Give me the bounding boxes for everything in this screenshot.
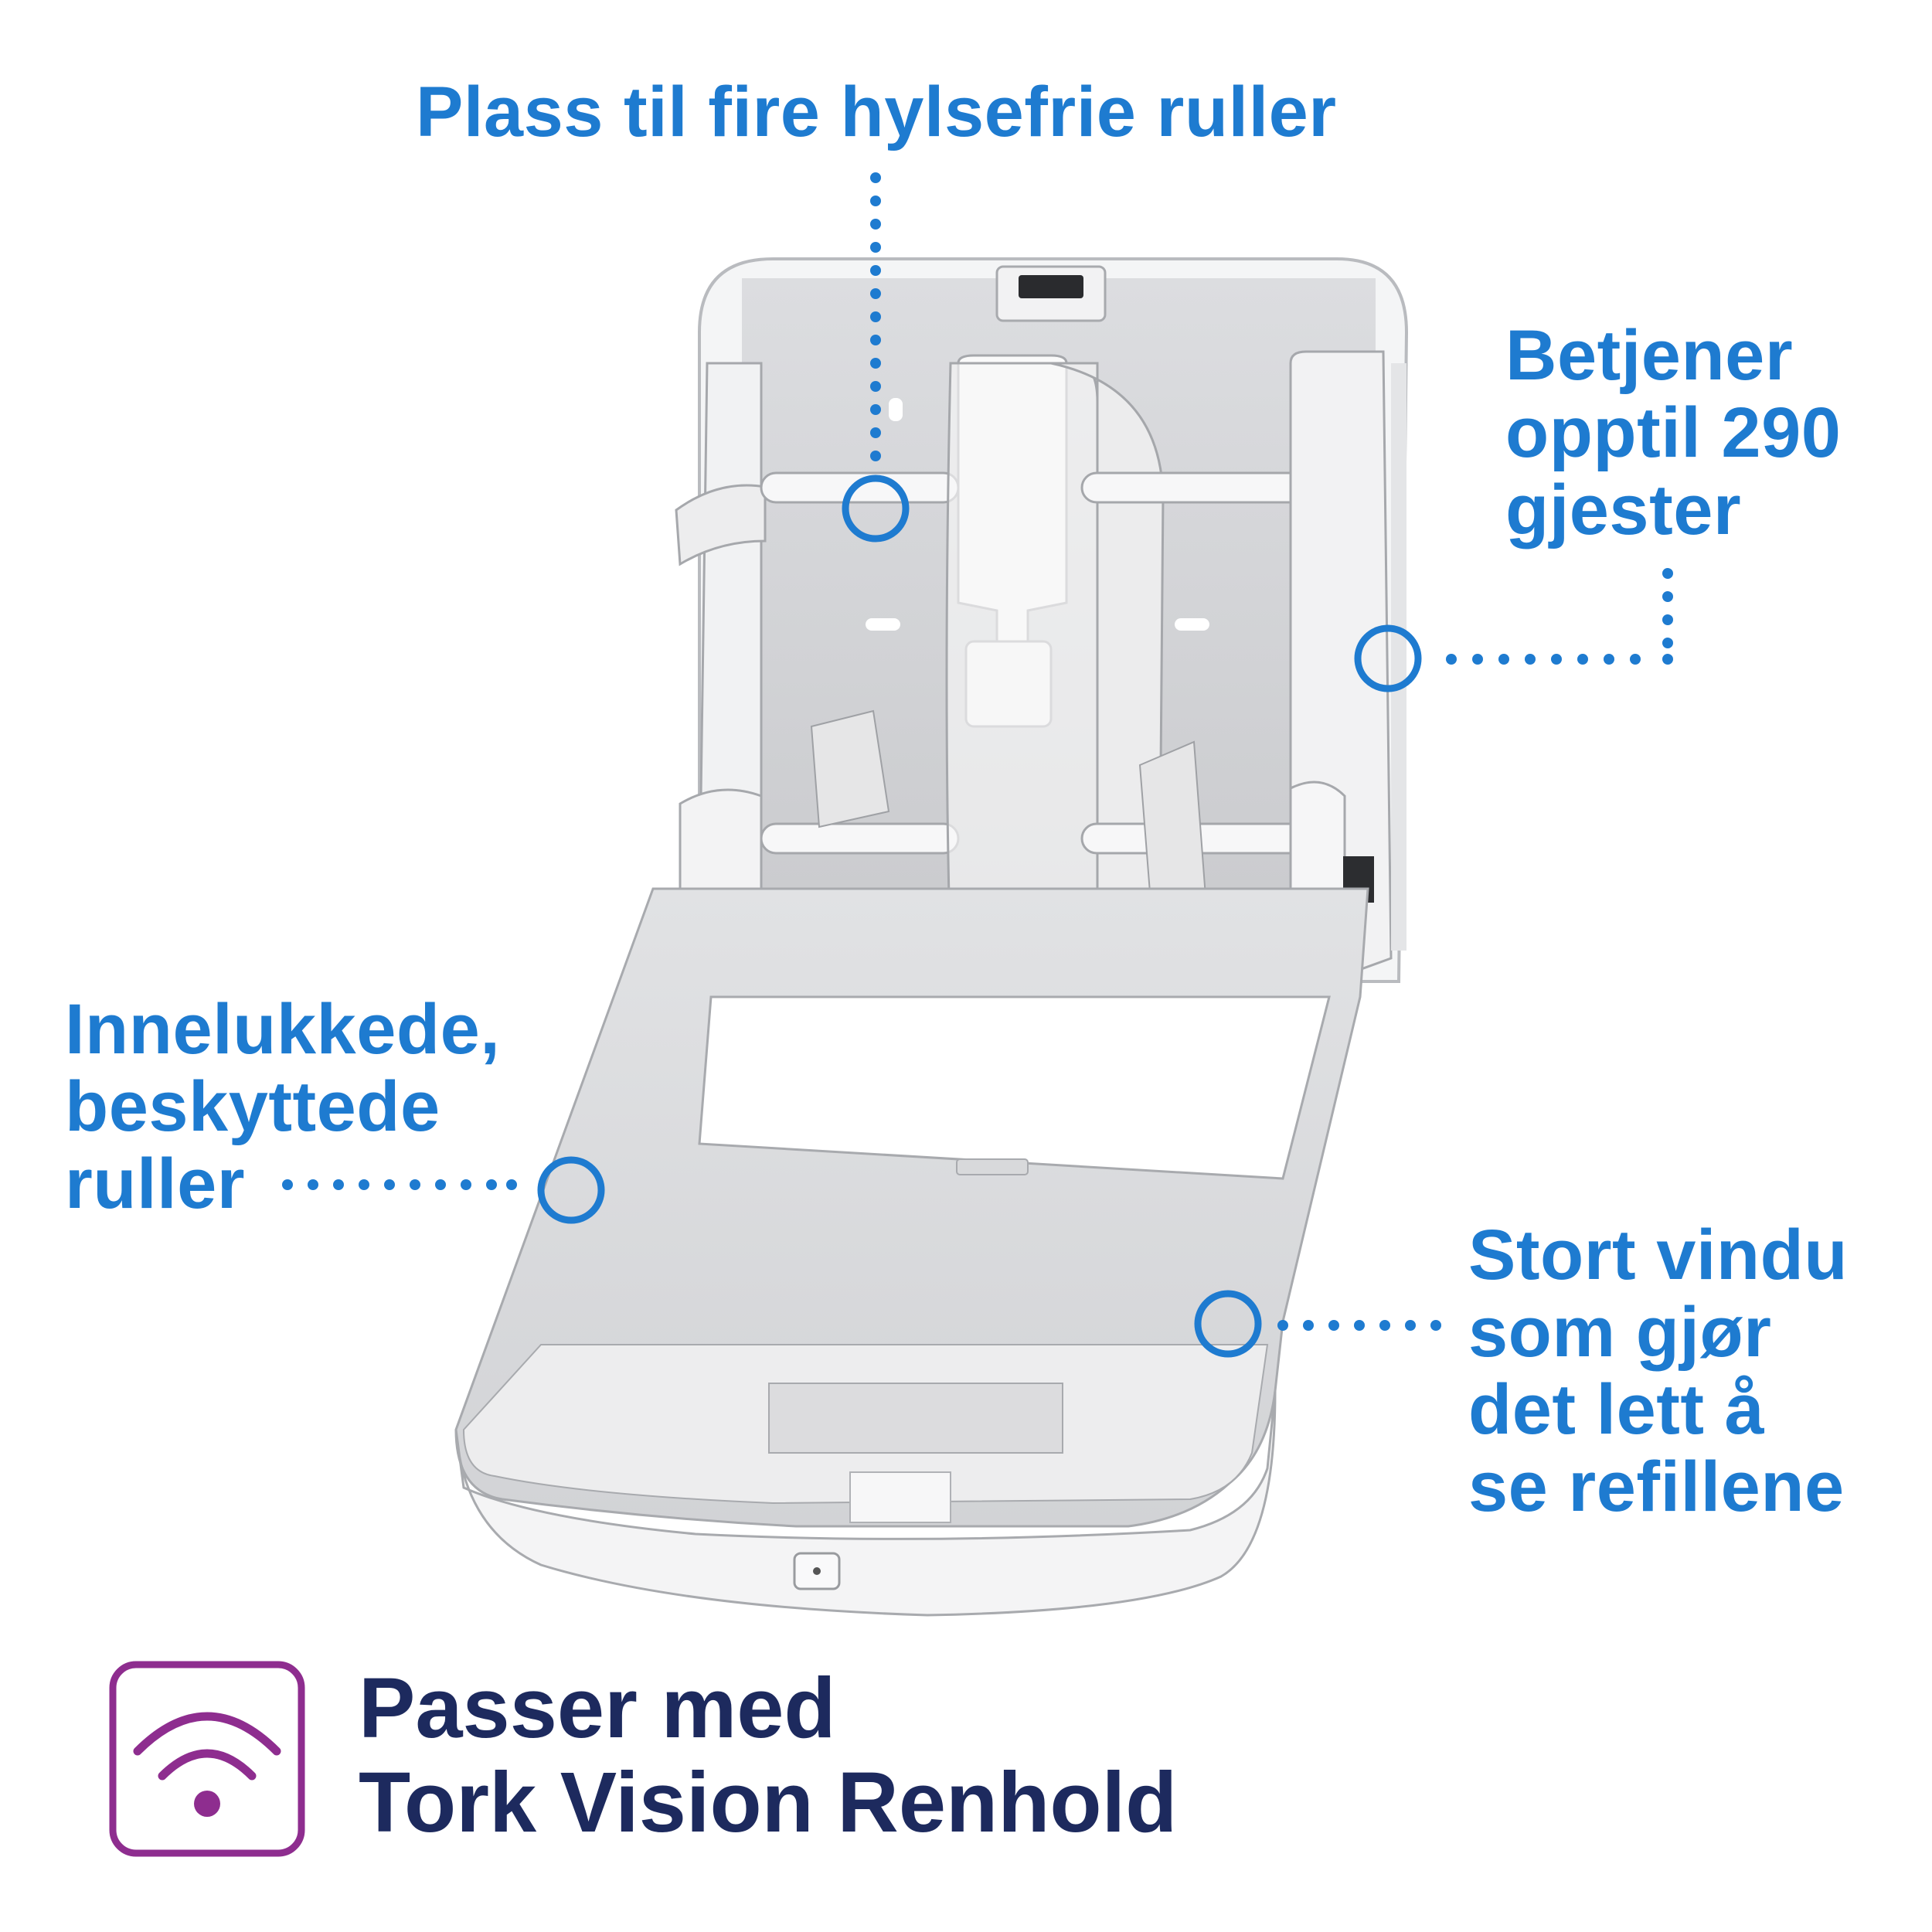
leader-right: [1446, 568, 1673, 665]
front-cover-open: [454, 887, 1369, 1617]
callout-marker-top: [842, 474, 910, 543]
callout-guest-capacity: Betjener opptil 290 gjester: [1505, 317, 1841, 549]
callout-large-window: Stort vindu som gjør det lett å se refil…: [1468, 1216, 1848, 1526]
callout-right-line-2: opptil 290: [1505, 393, 1842, 472]
left-roll-spindles: [760, 471, 960, 855]
callout-left-line-3: ruller: [65, 1145, 246, 1223]
leader-bottom-right: [1277, 1320, 1441, 1331]
callout-left-line-2: beskyttede: [65, 1067, 440, 1146]
callout-marker-left: [537, 1156, 605, 1224]
callout-right-line-3: gjester: [1505, 471, 1742, 549]
leader-top: [870, 172, 881, 461]
wifi-signal-icon: [109, 1661, 305, 1857]
callout-right-line-1: Betjener: [1505, 316, 1794, 395]
callout-bottom-right-line-2: som gjør: [1468, 1293, 1772, 1372]
right-roll-holder-arm: [1289, 350, 1406, 991]
callout-roll-capacity: Plass til fire hylsefrie ruller: [416, 73, 1337, 151]
callout-bottom-right-line-3: det lett å: [1468, 1370, 1765, 1449]
callout-top-line-1: Plass til fire hylsefrie ruller: [416, 73, 1337, 151]
badge-line-2: Tork Vision Renhold: [359, 1755, 1178, 1850]
callout-left-line-1: Innelukkede,: [65, 990, 501, 1069]
callout-bottom-right-line-1: Stort vindu: [1468, 1216, 1849, 1294]
callout-marker-right: [1354, 624, 1422, 692]
callout-enclosed-rolls: Innelukkede, beskyttede ruller: [65, 991, 500, 1223]
badge-line-1: Passer med: [359, 1661, 836, 1756]
vision-compatibility-text: Passer med Tork Vision Renhold: [359, 1662, 1177, 1850]
leader-left: [282, 1179, 517, 1190]
callout-bottom-right-line-4: se refillene: [1468, 1447, 1845, 1526]
right-roll-spindles: [1080, 471, 1315, 913]
callout-marker-bottom-right: [1194, 1290, 1262, 1358]
